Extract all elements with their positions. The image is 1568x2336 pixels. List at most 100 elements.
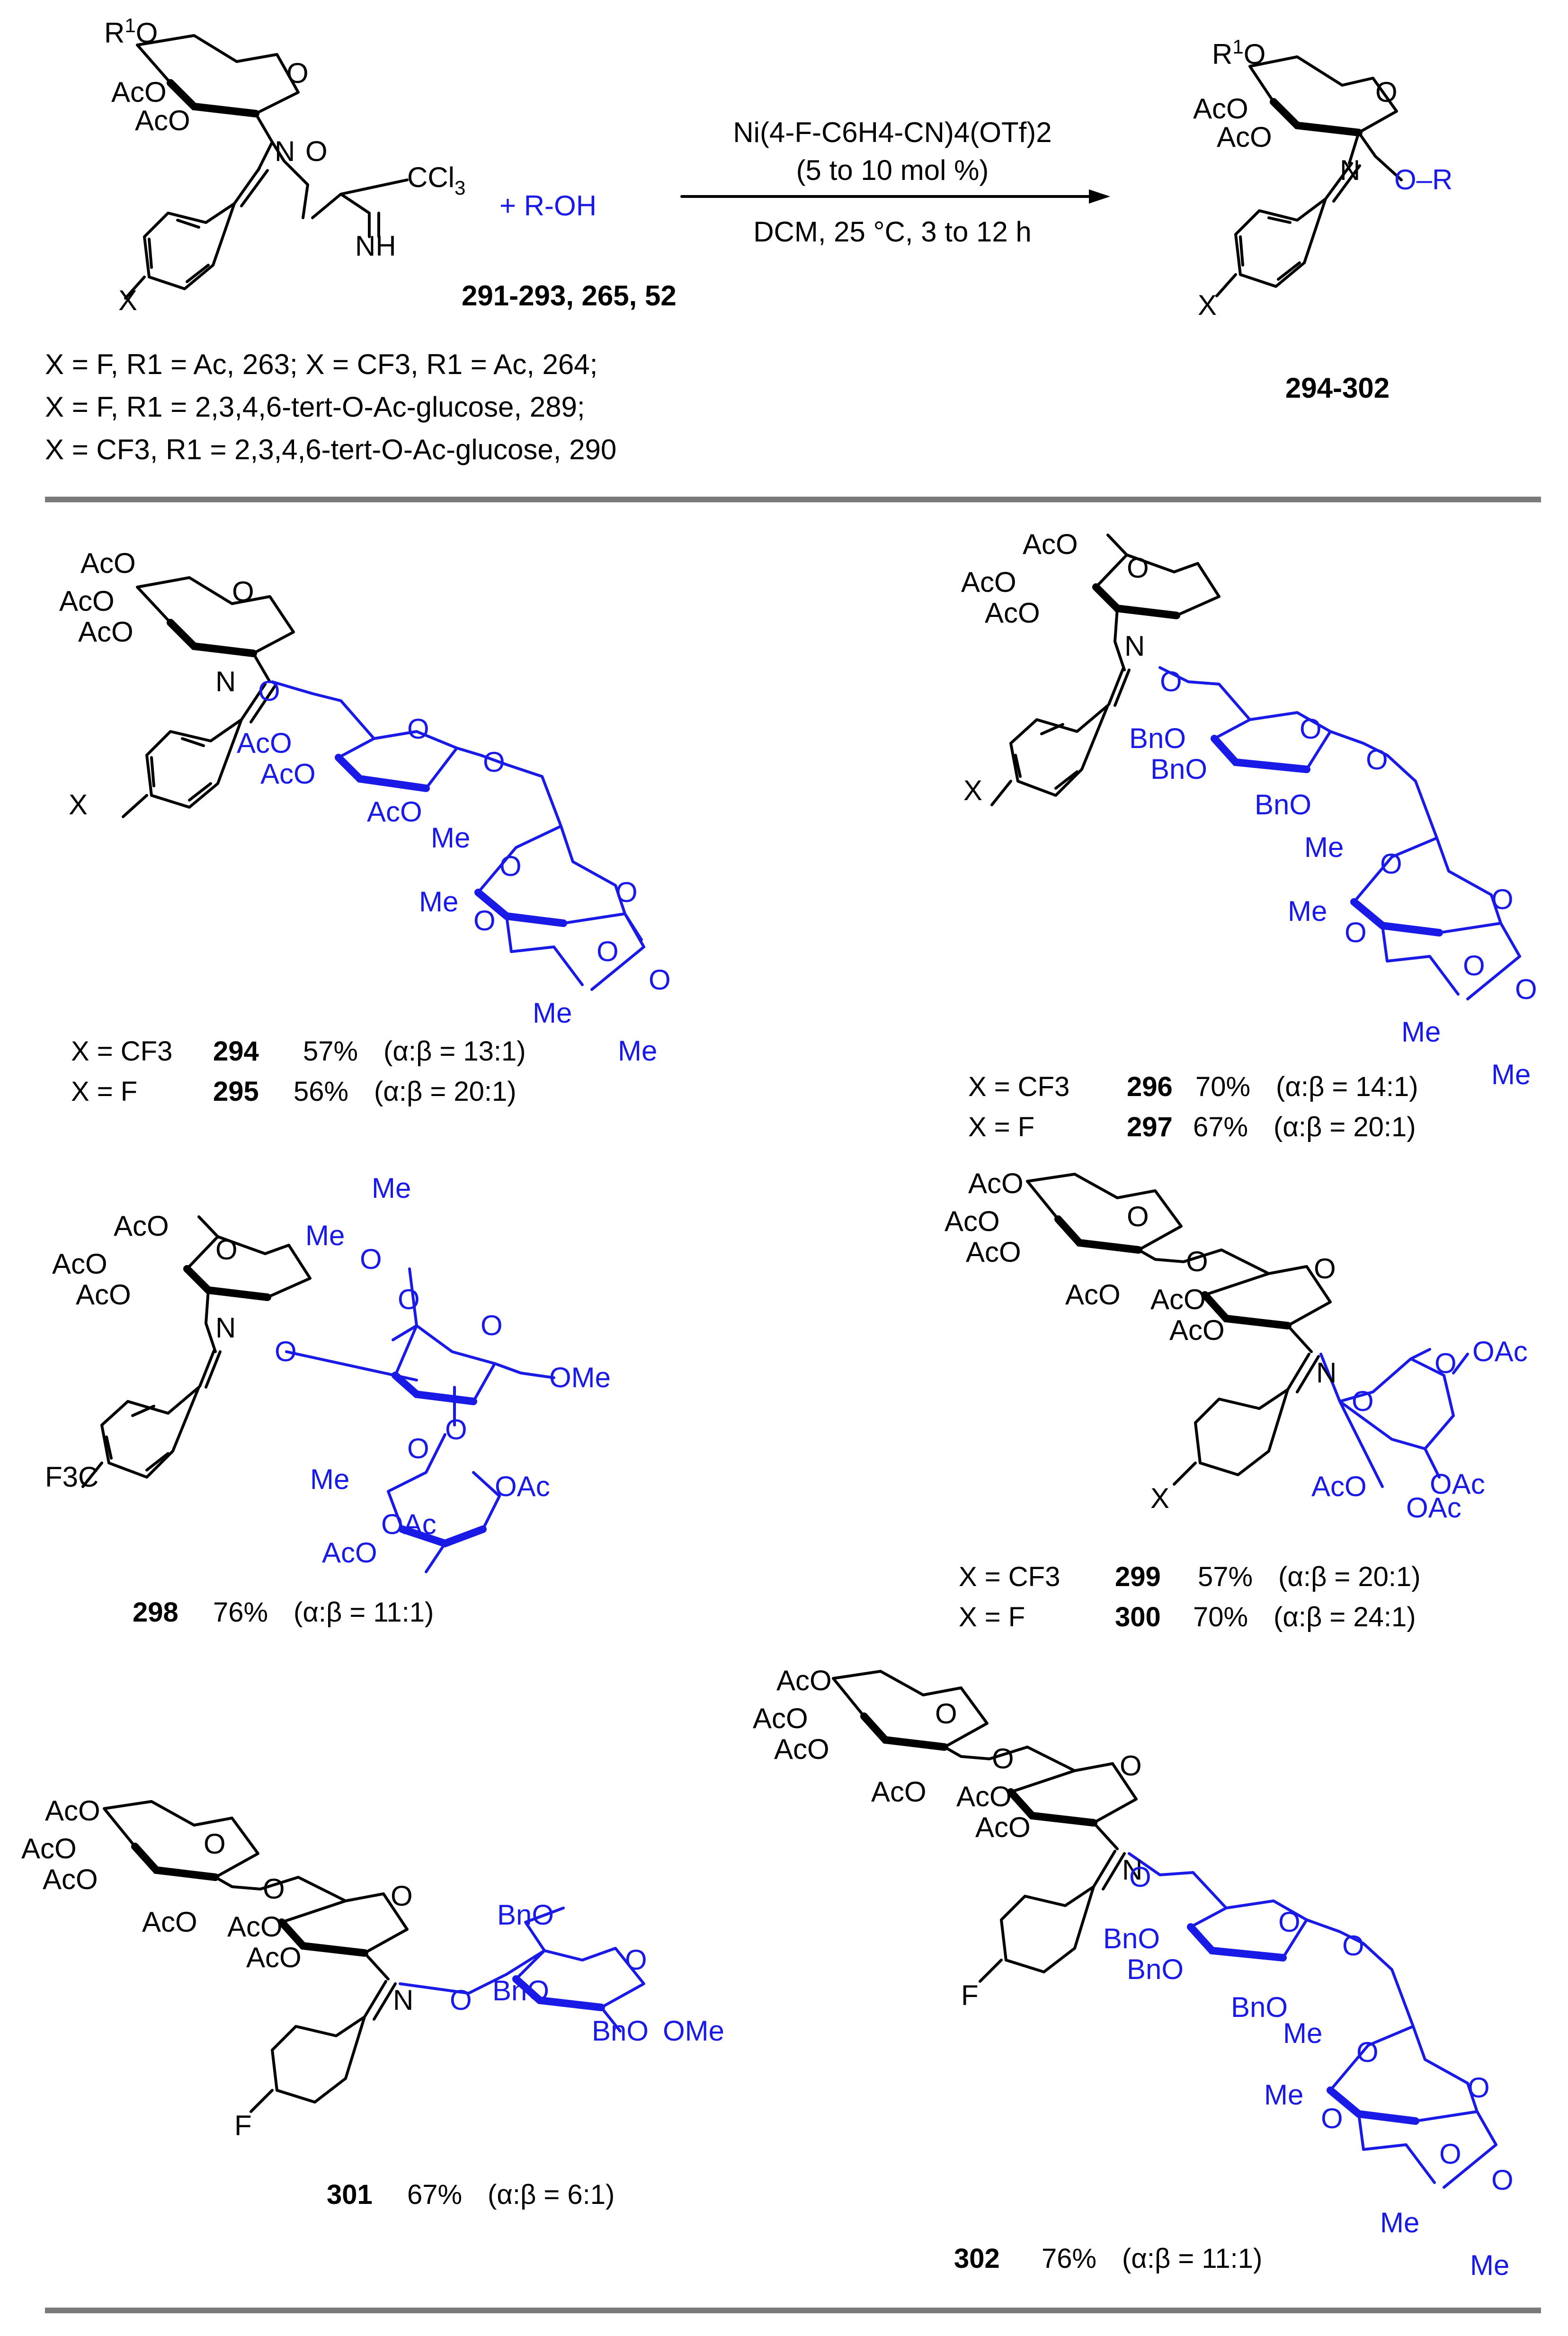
aco-label: AcO [227, 1911, 283, 1943]
ccl3-label: CCl3 [407, 161, 465, 199]
aco-label: AcO [237, 727, 292, 759]
product-299-300: AcO AcO AcO AcO O O AcO AcO O N X O O OA… [944, 1168, 1528, 1632]
methyl-label: Me [419, 886, 458, 918]
oxygen-label: O [275, 1336, 297, 1367]
oac-label: OAc [1472, 1336, 1528, 1367]
aco-label: AcO [776, 1665, 832, 1696]
fluoro-label: F [961, 1979, 979, 2011]
oxygen-label: O [445, 1414, 467, 1445]
oxygen-label: O [1380, 848, 1402, 880]
aco-label: AcO [52, 1248, 107, 1280]
methyl-label: Me [1401, 1016, 1441, 1048]
arrowhead [1089, 189, 1110, 204]
methyl-label: Me [1283, 2017, 1322, 2049]
ring-oxygen-label: O [1434, 1347, 1457, 1379]
methyl-label: Me [305, 1220, 345, 1251]
aco-label: AcO [246, 1942, 302, 1973]
or-label: O–R [1394, 164, 1452, 196]
anomeric-oxygen-label: O [305, 135, 328, 167]
product-298: AcO AcO AcO O N F3C O Me Me O O O OMe O … [45, 1172, 611, 1628]
aco-label: AcO [78, 616, 134, 648]
oxygen-label: O [597, 936, 619, 967]
oxygen-label: O [263, 1873, 285, 1905]
ring-oxygen-label: O [407, 713, 429, 745]
ring-oxygen-label: O [625, 1944, 647, 1976]
aco-label: AcO [43, 1863, 98, 1895]
aco-label: AcO [80, 547, 136, 579]
r1-label: R1O [104, 14, 158, 49]
aco-label: AcO [260, 758, 316, 790]
methyl-label: Me [431, 822, 470, 854]
product-302: AcO AcO AcO AcO O O AcO AcO O N F O BnO … [753, 1665, 1514, 2281]
donor-line-2: X = F, R1 = 2,3,4,6-tert-O-Ac-glucose, 2… [45, 391, 585, 423]
methyl-label: Me [1264, 2079, 1303, 2111]
fluoro-label: F [234, 2110, 252, 2141]
product-301: AcO AcO AcO AcO O O AcO AcO O N F O BnO … [21, 1795, 724, 2210]
oxygen-label: O [1129, 1861, 1151, 1893]
methyl-label: Me [1288, 895, 1327, 927]
aco-label: AcO [871, 1776, 927, 1808]
oxygen-label: O [1345, 917, 1367, 948]
oxygen-label: O [450, 1984, 472, 2016]
aco-label: AcO [985, 597, 1040, 629]
nh-label: NH [355, 230, 396, 262]
ring-oxygen-label: O [407, 1433, 429, 1464]
ring-oxygen-label: O [1491, 883, 1514, 915]
aco-label: AcO [59, 585, 115, 617]
aco-label: AcO [367, 796, 422, 828]
oxygen-label: O [1321, 2103, 1343, 2134]
ring-oxygen-label: O [615, 876, 638, 908]
oxygen-label: O [1366, 744, 1388, 776]
oxygen-label: O [1515, 973, 1537, 1005]
nitrogen-label: N [1122, 1854, 1142, 1886]
oxygen-label: O [483, 746, 505, 778]
product-294-295: AcO AcO AcO O N X O AcO AcO AcO O O Me M… [59, 547, 671, 1107]
x-label: X [69, 789, 88, 820]
oxygen-label: O [649, 964, 671, 996]
oac-label: OAc [1406, 1492, 1461, 1524]
oxygen-label: O [1342, 1930, 1364, 1962]
oxygen-label: O [499, 850, 522, 882]
bno-label: BnO [592, 2015, 649, 2047]
donor-line-1: X = F, R1 = Ac, 263; X = CF3, R1 = Ac, 2… [45, 348, 597, 380]
oac-label: OAc [1430, 1468, 1485, 1500]
bno-label: BnO [497, 1899, 554, 1931]
methyl-label: Me [1304, 831, 1344, 863]
ring-oxygen-label: O [1127, 552, 1149, 584]
product-296-297: AcO AcO AcO O N X O BnO BnO BnO O O Me M… [961, 528, 1537, 1142]
donor-line-3: X = CF3, R1 = 2,3,4,6-tert-O-Ac-glucose,… [45, 434, 616, 465]
bno-label: BnO [1255, 789, 1311, 820]
methyl-label: Me [618, 1035, 657, 1067]
methyl-label: Me [533, 997, 572, 1029]
ring-oxygen-label: O [1314, 1253, 1336, 1284]
ring-oxygen-label: O [1127, 1201, 1149, 1232]
ring-oxygen-label: O [286, 57, 309, 89]
ring-oxygen-label: O [232, 576, 254, 607]
aco-label: AcO [111, 76, 167, 108]
aco-label: AcO [21, 1833, 77, 1864]
acceptor-tail [271, 680, 645, 991]
aco-label: AcO [753, 1703, 808, 1734]
aco-label: AcO [1023, 528, 1078, 560]
aco-label: AcO [774, 1733, 829, 1765]
oxygen-label: O [360, 1243, 382, 1275]
nitrogen-label: N [1124, 630, 1145, 662]
oac-label: OAc [495, 1471, 550, 1502]
ring-oxygen-label: O [1375, 76, 1398, 108]
ring-oxygen-label: O [215, 1234, 238, 1266]
aco-label: AcO [1193, 93, 1248, 125]
aco-label: AcO [975, 1811, 1031, 1843]
nitrogen-label: N [215, 666, 236, 697]
aco-label: AcO [961, 566, 1016, 598]
oxygen-label: O [1160, 666, 1182, 697]
product-structure: R1O AcO AcO N O O–R X [1193, 36, 1452, 321]
aco-label: AcO [1065, 1279, 1121, 1311]
nitrogen-label: N [1340, 154, 1360, 186]
oxygen-label: O [1463, 950, 1485, 981]
aco-label: AcO [956, 1781, 1012, 1812]
